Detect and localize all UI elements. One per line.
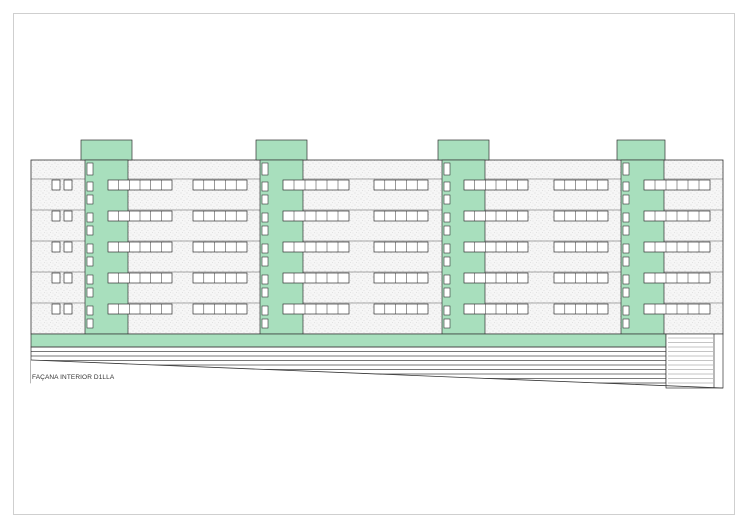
core-window: [622, 287, 630, 298]
core-window: [86, 305, 94, 316]
core-window: [622, 181, 630, 192]
core-window: [622, 243, 630, 254]
core-window: [261, 212, 269, 223]
window-set: [51, 179, 711, 315]
core-window: [261, 194, 269, 205]
core-window: [261, 305, 269, 316]
core-window: [86, 256, 94, 267]
floor-slab-lines: [31, 178, 723, 304]
window-small: [63, 303, 73, 315]
window-small: [63, 179, 73, 191]
window-small: [51, 303, 61, 315]
window-ribbon: [373, 303, 429, 315]
window-ribbon: [373, 179, 429, 191]
window-ribbon: [553, 179, 609, 191]
core-window: [443, 181, 451, 192]
window-small: [51, 179, 61, 191]
core-window: [86, 287, 94, 298]
window-ribbon: [553, 303, 609, 315]
core-window: [443, 287, 451, 298]
base-band: [30, 333, 667, 348]
stair-core-cap: [80, 139, 133, 161]
window-ribbon: [553, 241, 609, 253]
core-window: [86, 162, 94, 176]
core-window: [443, 274, 451, 285]
ground-line: [30, 359, 724, 389]
window-small: [51, 241, 61, 253]
window-ribbon: [553, 272, 609, 284]
stair-core-cap: [437, 139, 490, 161]
core-window: [261, 256, 269, 267]
core-window: [86, 212, 94, 223]
window-small: [63, 210, 73, 222]
window-ribbon: [373, 210, 429, 222]
core-window: [622, 162, 630, 176]
window-ribbon: [192, 210, 248, 222]
core-window: [443, 256, 451, 267]
core-window: [86, 181, 94, 192]
core-window: [443, 225, 451, 236]
core-window: [443, 318, 451, 329]
ramp-annex: [665, 333, 724, 389]
core-window: [622, 318, 630, 329]
core-window: [443, 305, 451, 316]
core-window: [86, 274, 94, 285]
core-window: [261, 274, 269, 285]
core-window: [622, 212, 630, 223]
window-ribbon: [553, 210, 609, 222]
window-small: [51, 272, 61, 284]
window-ribbon: [373, 241, 429, 253]
drawing-caption: FAÇANA INTERIOR D1LLA: [32, 374, 115, 381]
slope-mask: [31, 360, 666, 392]
window-ribbon: [192, 272, 248, 284]
core-window: [443, 243, 451, 254]
core-window: [261, 162, 269, 176]
core-window: [622, 225, 630, 236]
core-window: [261, 243, 269, 254]
core-window: [622, 305, 630, 316]
core-window: [86, 194, 94, 205]
core-window: [261, 318, 269, 329]
stair-core-cap: [255, 139, 308, 161]
stair-core-cap: [616, 139, 666, 161]
window-small: [63, 241, 73, 253]
core-window: [443, 212, 451, 223]
window-ribbon: [192, 179, 248, 191]
core-window: [86, 318, 94, 329]
core-window: [443, 194, 451, 205]
core-window: [622, 274, 630, 285]
window-ribbon: [373, 272, 429, 284]
core-window: [622, 256, 630, 267]
core-window: [86, 225, 94, 236]
core-window: [622, 194, 630, 205]
core-window: [261, 287, 269, 298]
window-ribbon: [192, 303, 248, 315]
window-ribbon: [192, 241, 248, 253]
window-small: [51, 210, 61, 222]
window-small: [63, 272, 73, 284]
core-window: [86, 243, 94, 254]
core-window: [443, 162, 451, 176]
ground-courses: [30, 346, 667, 392]
core-window: [261, 181, 269, 192]
core-window: [261, 225, 269, 236]
